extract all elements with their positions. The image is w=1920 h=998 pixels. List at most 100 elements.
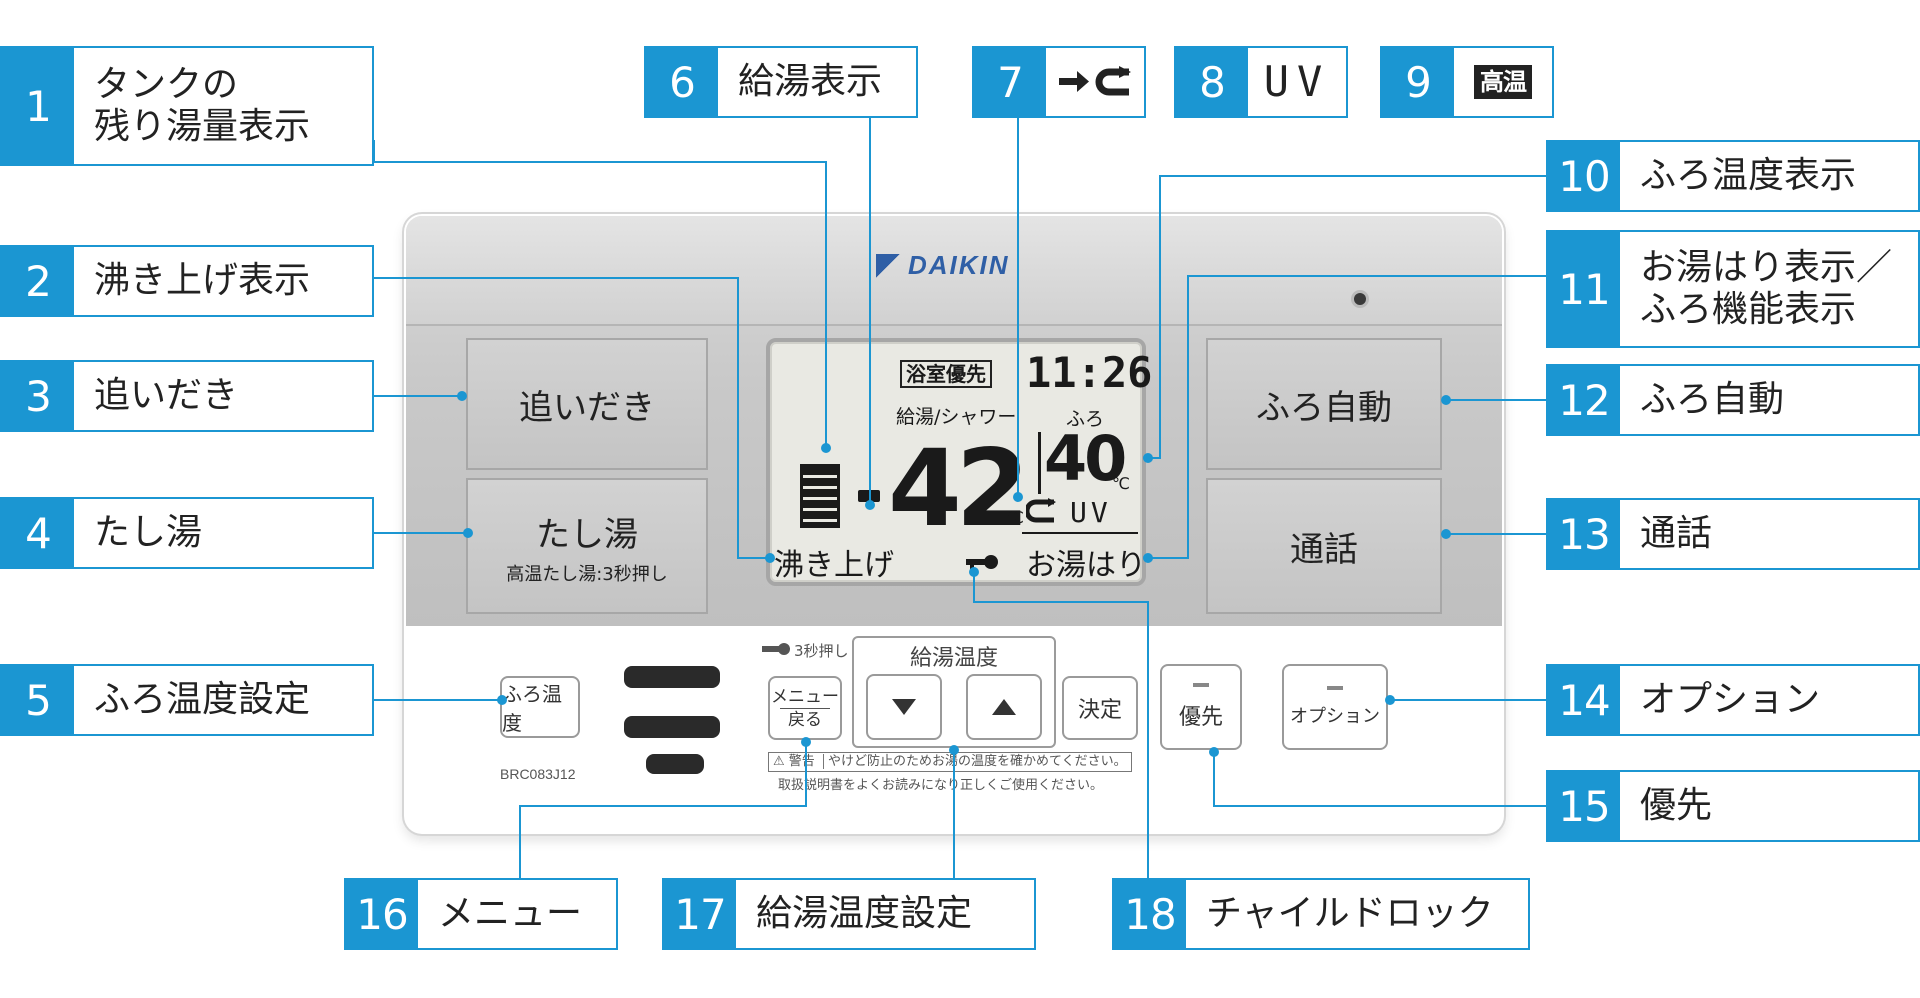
callout-9: 9 高温 (1380, 46, 1554, 118)
brand-logo: DAIKIN (876, 250, 1010, 281)
yusen-led (1193, 683, 1209, 687)
lcd-display: 浴室優先 11:26 給湯/シャワー ふろ 42 ℃ 40 ℃ UV 沸き上げ … (766, 338, 1152, 586)
callout-number: 10 (1548, 142, 1620, 210)
kettei-button[interactable]: 決定 (1062, 676, 1138, 740)
triangle-down-icon (892, 699, 916, 715)
child-lock-key-icon (966, 555, 998, 569)
callout-15: 15 優先 (1546, 770, 1920, 842)
callout-label: UV (1263, 57, 1331, 106)
callout-3: 3 追いだき (0, 360, 374, 432)
callout-number: 2 (2, 247, 74, 315)
lcd-yokushitsu-yusen: 浴室優先 (900, 360, 992, 388)
callout-number: 9 (1382, 48, 1454, 116)
callout-12: 12 ふろ自動 (1546, 364, 1920, 436)
lcd-furo-unit: ℃ (1112, 474, 1130, 493)
callout-17: 17 給湯温度設定 (662, 878, 1036, 950)
callout-label: 高温 (1474, 65, 1532, 99)
tashiyu-label: たし湯 (536, 514, 638, 555)
callout-label: ふろ温度設定 (94, 679, 311, 720)
back-label: 戻る (780, 707, 830, 731)
callout-number: 7 (974, 48, 1046, 116)
lcd-oyuhari: お湯はり (1026, 548, 1146, 583)
oidaki-button[interactable]: 追いだき (466, 338, 708, 470)
reheat-arrow-icon (1026, 498, 1056, 523)
callout-label: メニュー (438, 893, 583, 934)
lcd-kyutou-unit: ℃ (1006, 508, 1024, 527)
callout-8: 8 UV (1174, 46, 1348, 118)
temp-up-button[interactable] (966, 674, 1042, 740)
menu-label: メニュー (771, 686, 839, 707)
callout-4: 4 たし湯 (0, 497, 374, 569)
lock-hint-key-icon (762, 643, 790, 655)
callout-number: 11 (1548, 232, 1620, 346)
callout-number: 5 (2, 666, 74, 734)
daikin-mark-icon (876, 253, 900, 278)
callout-label: 通話 (1640, 513, 1713, 554)
callout-label: 優先 (1640, 785, 1713, 826)
furo-jido-button[interactable]: ふろ自動 (1206, 338, 1442, 470)
manual-note: 取扱説明書をよくお読みになり正しくご使用ください。 (778, 778, 1104, 793)
callout-14: 14 オプション (1546, 664, 1920, 736)
callout-number: 18 (1114, 880, 1186, 948)
callout-13: 13 通話 (1546, 498, 1920, 570)
callout-11: 11 お湯はり表示／ ふろ機能表示 (1546, 230, 1920, 348)
lcd-uv: UV (1070, 496, 1112, 529)
callout-number: 6 (646, 48, 718, 116)
callout-5: 5 ふろ温度設定 (0, 664, 374, 736)
callout-label: お湯はり表示／ ふろ機能表示 (1640, 247, 1893, 330)
furo-ondo-button[interactable]: ふろ温度 (500, 676, 580, 738)
arrow-reheat-icon (1059, 66, 1131, 96)
callout-1: 1 タンクの 残り湯量表示 (0, 46, 374, 166)
callout-number: 12 (1548, 366, 1620, 434)
tank-level-icon (800, 464, 840, 528)
callout-10: 10 ふろ温度表示 (1546, 140, 1920, 212)
speaker-slot (624, 716, 720, 738)
lcd-furo-temp: 40 (1044, 422, 1127, 495)
lock-hint-label: 3秒押し (794, 642, 849, 660)
callout-label: たし湯 (94, 512, 203, 553)
callout-2: 2 沸き上げ表示 (0, 245, 374, 317)
lcd-underline (1022, 532, 1138, 534)
triangle-up-icon (992, 699, 1016, 715)
yusen-label: 優先 (1178, 705, 1223, 730)
warning-box: ⚠ 警告 やけど防止のためお湯の温度を確かめてください。 (768, 752, 1132, 772)
callout-7: 7 (972, 46, 1146, 118)
callout-label: 給湯温度設定 (756, 893, 973, 934)
model-number: BRC083J12 (500, 766, 576, 782)
tashiyu-sub-label: 高温たし湯:3秒押し (506, 563, 668, 585)
reset-hole (1354, 293, 1366, 305)
lcd-wakiage: 沸き上げ (774, 548, 894, 583)
temp-down-button[interactable] (866, 674, 942, 740)
callout-number: 15 (1548, 772, 1620, 840)
furo-ondo-label: ふろ温度 (502, 682, 562, 735)
yusen-button[interactable]: 優先 (1160, 664, 1242, 750)
callout-label: ふろ温度表示 (1640, 155, 1857, 196)
speaker-slot (646, 754, 704, 774)
callout-label: ふろ自動 (1640, 379, 1785, 420)
tsuwa-button[interactable]: 通話 (1206, 478, 1442, 614)
option-button[interactable]: オプション (1282, 664, 1388, 750)
warning-tag: 警告 (788, 754, 815, 769)
callout-label: オプション (1640, 679, 1821, 720)
lcd-clock: 11:26 (1026, 348, 1153, 397)
warning-triangle-icon: ⚠ (773, 754, 785, 769)
tsuwa-label: 通話 (1290, 529, 1358, 570)
callout-label: 追いだき (94, 375, 239, 416)
tashiyu-button[interactable]: たし湯 高温たし湯:3秒押し (466, 478, 708, 614)
callout-number: 13 (1548, 500, 1620, 568)
menu-button[interactable]: メニュー 戻る (768, 676, 842, 740)
oidaki-label: 追いだき (519, 387, 655, 428)
lcd-kyutou-label: 給湯/シャワー (896, 406, 1017, 428)
callout-label: 沸き上げ表示 (94, 260, 311, 301)
faucet-icon (858, 490, 880, 502)
callout-label: タンクの 残り湯量表示 (94, 64, 311, 147)
callout-number: 14 (1548, 666, 1620, 734)
callout-number: 3 (2, 362, 74, 430)
warning-text: やけど防止のためお湯の温度を確かめてください。 (822, 754, 1127, 769)
callout-6: 6 給湯表示 (644, 46, 918, 118)
brand-name: DAIKIN (908, 250, 1010, 280)
callout-number: 16 (346, 880, 418, 948)
callout-number: 4 (2, 499, 74, 567)
furo-jido-label: ふろ自動 (1256, 387, 1392, 428)
